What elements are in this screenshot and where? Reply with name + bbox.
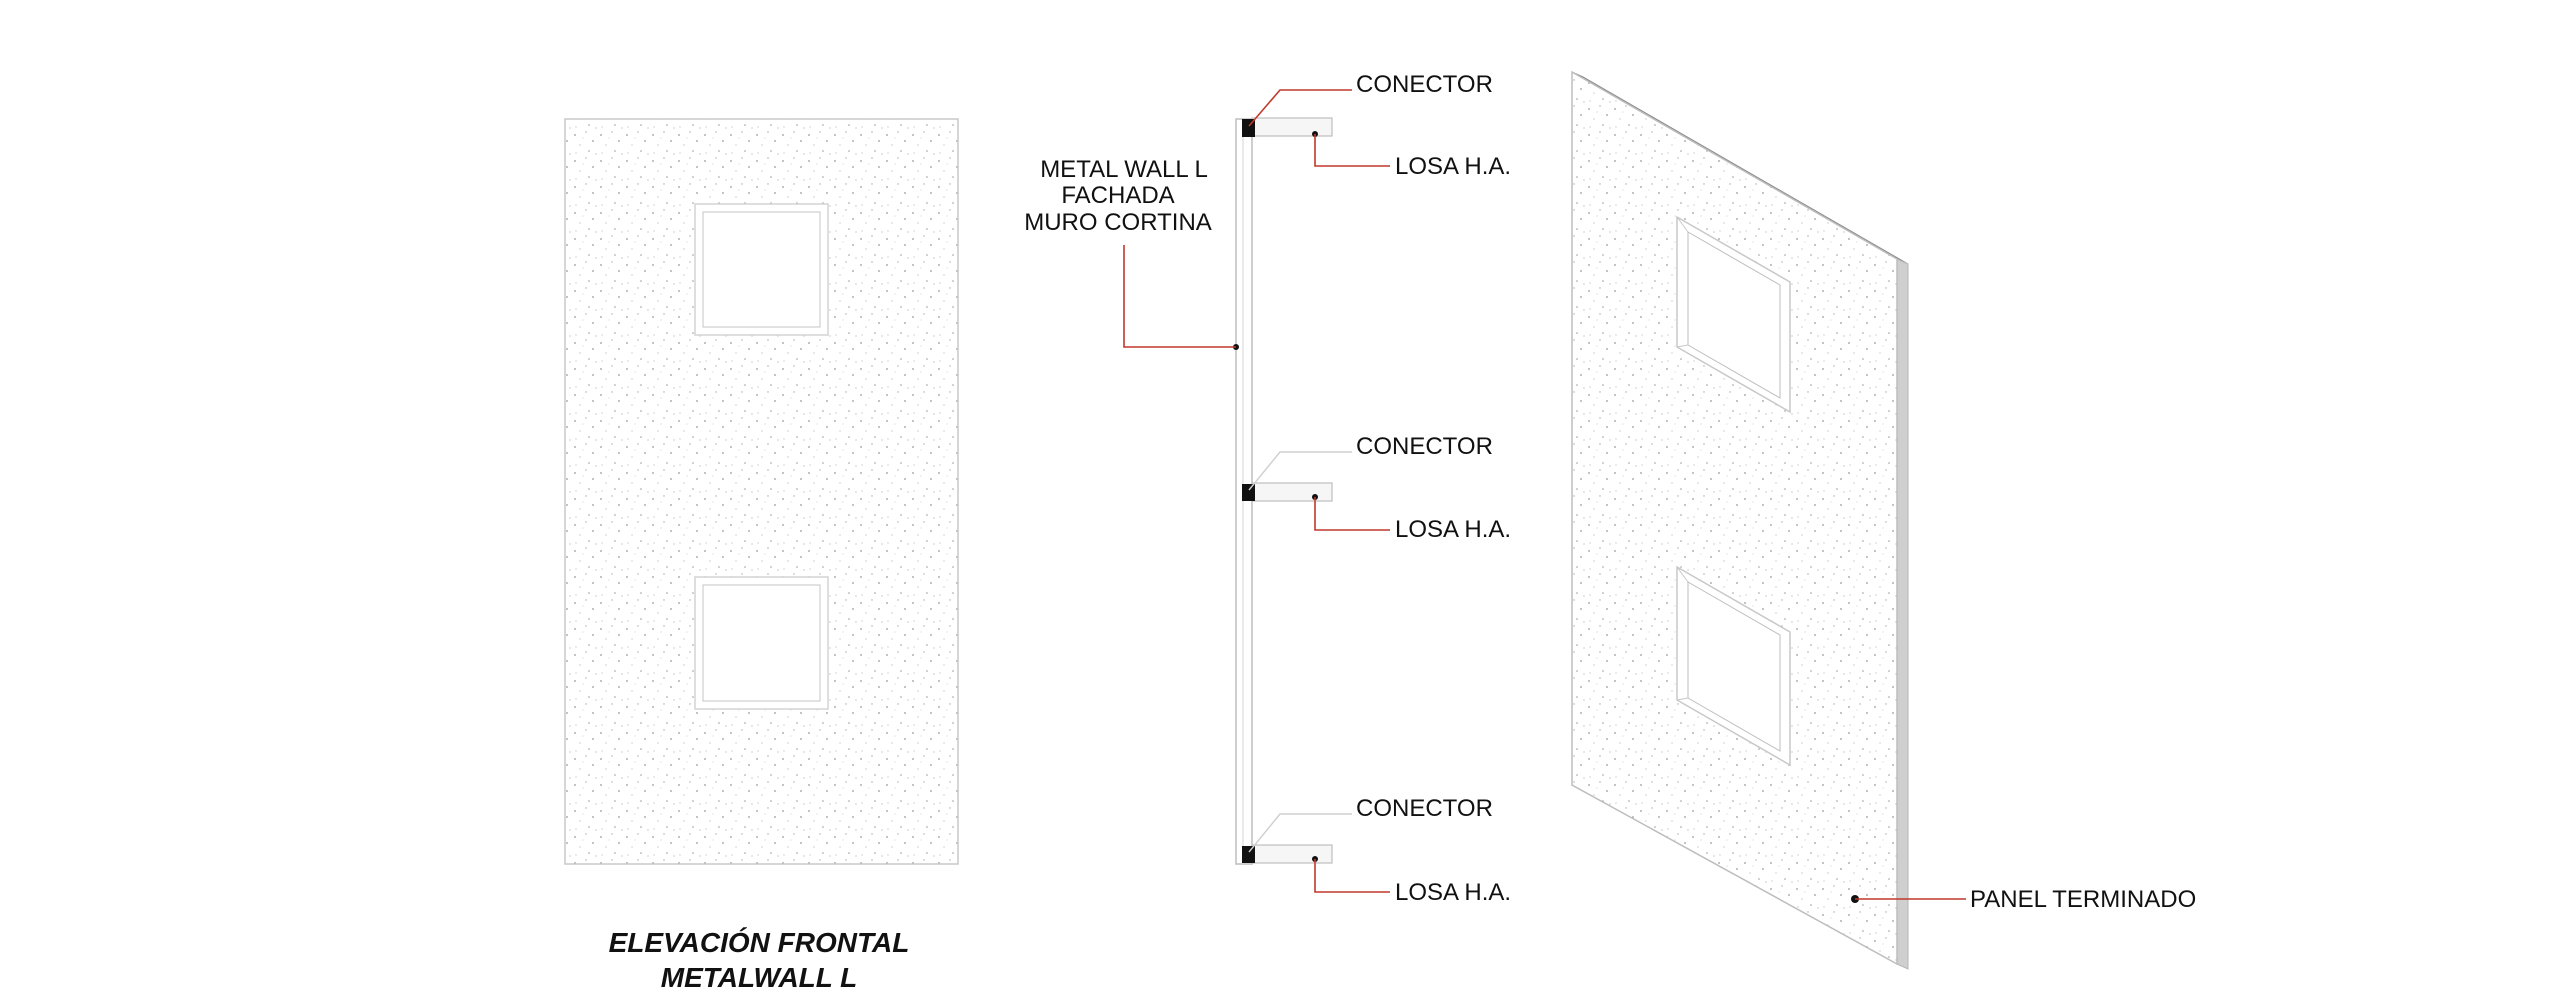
- elevation-title-line2: METALWALL L: [661, 962, 858, 993]
- iso-panel-side-edge: [1896, 258, 1909, 970]
- connector-group-1: CONECTOR LOSA H.A.: [1242, 71, 1511, 180]
- slab-3: [1251, 844, 1333, 864]
- front-window-lower: [694, 576, 829, 710]
- isometric-view: PANEL TERMINADO: [1571, 70, 2196, 970]
- slab-3-label: LOSA H.A.: [1395, 879, 1511, 906]
- panel-terminado-label: PANEL TERMINADO: [1970, 886, 2196, 913]
- connector-3-label: CONECTOR: [1356, 795, 1493, 822]
- connector-1-label: CONECTOR: [1356, 71, 1493, 98]
- iso-window-upper: [1676, 215, 1791, 414]
- wall-label-line3: MURO CORTINA: [1024, 209, 1212, 236]
- slab-2: [1251, 482, 1333, 502]
- wall-label-group: METAL WALL L FACHADA MURO CORTINA: [1024, 156, 1239, 350]
- wall-label-line2: FACHADA: [1061, 182, 1174, 209]
- connector-3: [1242, 846, 1255, 863]
- slab-1-label: LOSA H.A.: [1395, 153, 1511, 180]
- connector-2-label: CONECTOR: [1356, 433, 1493, 460]
- connector-group-2: CONECTOR LOSA H.A.: [1242, 433, 1511, 543]
- connector-group-3: CONECTOR LOSA H.A.: [1242, 795, 1511, 906]
- iso-window-lower: [1676, 565, 1791, 767]
- front-window-upper: [694, 203, 829, 336]
- slab-2-label: LOSA H.A.: [1395, 516, 1511, 543]
- elevation-title-line1: ELEVACIÓN FRONTAL: [609, 927, 910, 958]
- front-elevation: ELEVACIÓN FRONTAL METALWALL L: [564, 118, 959, 993]
- iso-panel-face: [1571, 70, 1898, 966]
- section-detail: CONECTOR LOSA H.A. CONECTOR LOSA H.A. CO…: [1024, 71, 1511, 906]
- connector-2: [1242, 484, 1255, 501]
- slab-1: [1251, 117, 1333, 137]
- wall-label-line1: METAL WALL L: [1040, 156, 1208, 183]
